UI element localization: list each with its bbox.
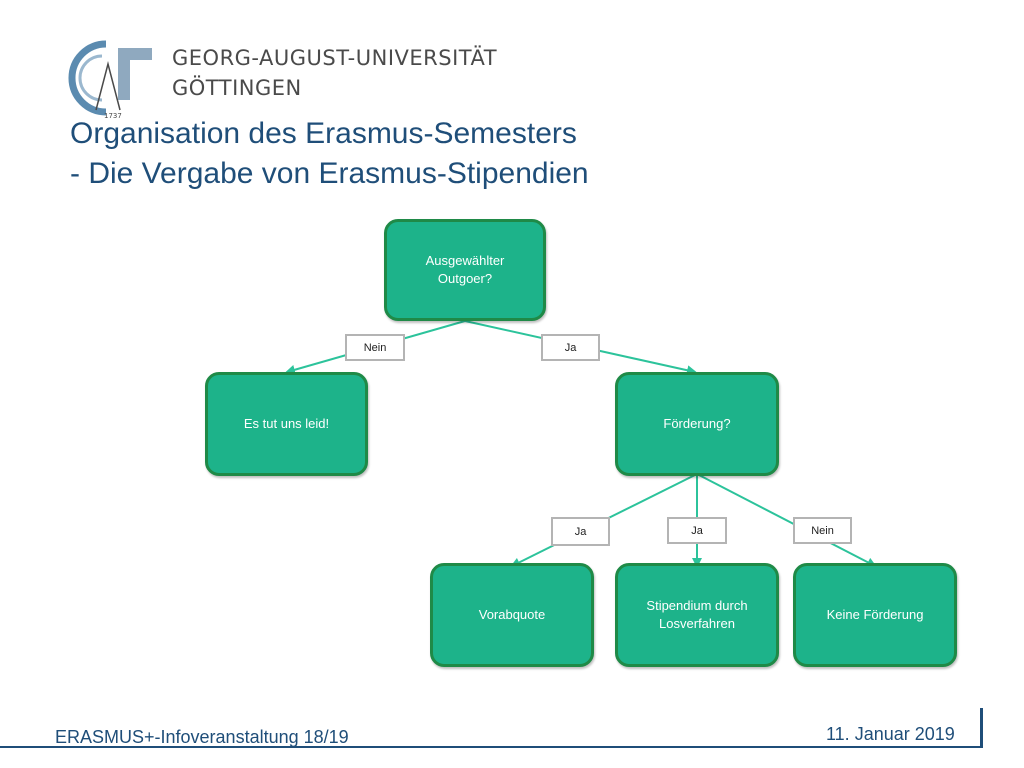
node-funding-question-label: Förderung?	[663, 416, 731, 431]
slide-title-line1: Organisation des Erasmus-Semesters	[70, 117, 577, 150]
edge-label-funding-yes-lottery: Ja	[667, 517, 727, 544]
node-selected-outgoer: Ausgewählter Outgoer?	[384, 219, 546, 321]
edge-label-root-no: Nein	[345, 334, 405, 361]
node-no-funding-label: Keine Förderung	[826, 607, 924, 622]
node-lottery-scholarship-label: Stipendium durch Losverfahren	[646, 598, 748, 631]
edge-label-funding-yes-quota: Ja	[551, 517, 610, 546]
edge-label-root-yes: Ja	[541, 334, 600, 361]
university-logo-icon: 1737	[68, 40, 152, 120]
university-name-line2: GÖTTINGEN	[172, 76, 302, 100]
node-sorry-label: Es tut uns leid!	[243, 416, 330, 431]
footer-divider-horizontal	[0, 746, 983, 748]
edge-funding-nofunding	[696, 473, 877, 567]
node-advance-quota: Vorabquote	[430, 563, 594, 667]
logo-year-text: 1737	[104, 112, 122, 120]
node-selected-outgoer-label: Ausgewählter Outgoer?	[425, 253, 505, 286]
node-sorry: Es tut uns leid!	[205, 372, 368, 476]
node-funding-question: Förderung?	[615, 372, 779, 476]
footer-divider-vertical	[980, 708, 983, 746]
footer-event-name: ERASMUS+-Infoveranstaltung 18/19	[55, 727, 349, 747]
node-lottery-scholarship: Stipendium durch Losverfahren	[615, 563, 779, 667]
node-no-funding: Keine Förderung	[793, 563, 957, 667]
footer-date: 11. Januar 2019	[826, 724, 955, 744]
university-name-line1: GEORG-AUGUST-UNIVERSITÄT	[172, 46, 498, 70]
edge-label-funding-no: Nein	[793, 517, 852, 544]
node-advance-quota-label: Vorabquote	[478, 607, 546, 622]
slide-title-line2: - Die Vergabe von Erasmus-Stipendien	[70, 157, 589, 190]
